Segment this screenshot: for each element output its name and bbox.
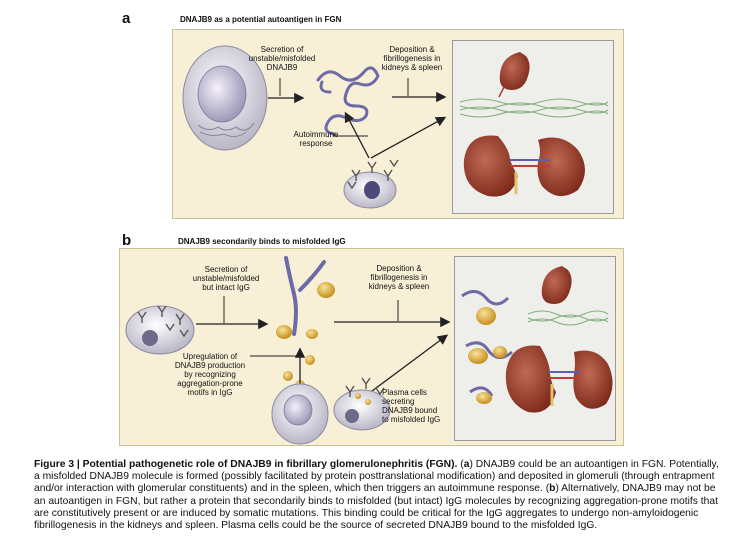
panel-b-secretion-label: Secretion of unstable/misfolded but inta… bbox=[192, 265, 260, 292]
panel-a-title: DNAJB9 as a potential autoantigen in FGN bbox=[180, 15, 342, 24]
plasma-cell-dnajb9-igg bbox=[333, 377, 391, 431]
dnajb9-producing-cell bbox=[271, 383, 329, 445]
caption-figure-label: Figure 3 | Potential pathogenetic role o… bbox=[34, 459, 458, 470]
caption-text-1: DNAJB9 could be an autoantigen in FGN. P… bbox=[34, 459, 719, 495]
caption-text-2: ) Alternatively, DNAJB9 may not be an au… bbox=[34, 483, 718, 532]
spleen-a bbox=[498, 52, 530, 98]
panel-b-deposition-label: Deposition & fibrillogenesis in kidneys … bbox=[368, 264, 430, 291]
dnajb9-gold-particles bbox=[276, 282, 335, 390]
caption-part-b-marker: b bbox=[549, 483, 556, 495]
caption-close-paren: ) bbox=[469, 459, 473, 470]
caption-part-a-marker: a bbox=[463, 459, 470, 470]
fibrils-b bbox=[527, 310, 609, 326]
plasma-cell-a bbox=[343, 159, 399, 209]
misfolded-dnajb9 bbox=[316, 66, 380, 136]
panel-b-title: DNAJB9 secondarily binds to misfolded Ig… bbox=[178, 237, 346, 246]
caption-open-paren: ( bbox=[460, 459, 464, 470]
panel-b-letter: b bbox=[122, 232, 132, 249]
panel-b-plasma-label: Plasma cells secreting DNAJB9 bound to m… bbox=[382, 388, 441, 424]
panel-a-letter: a bbox=[122, 10, 131, 27]
fibrils-a bbox=[459, 98, 609, 118]
arrow-autoimmune-right bbox=[370, 116, 447, 159]
panel-b-upregulation-label: Upregulation of DNAJB9 production by rec… bbox=[174, 352, 246, 397]
secretory-cell-a bbox=[182, 45, 268, 151]
panel-a-autoimmune-label: Autoimmune response bbox=[293, 130, 339, 148]
kidneys-a bbox=[463, 135, 585, 197]
arrow-plasma-cells bbox=[367, 334, 449, 395]
figure-caption: Figure 3 | Potential pathogenetic role o… bbox=[34, 459, 724, 532]
kidneys-b bbox=[505, 345, 613, 413]
misfolded-igg bbox=[284, 256, 326, 336]
plasma-cell-igg bbox=[125, 305, 195, 355]
panel-a-deposition-label: Deposition & fibrillogenesis in kidneys … bbox=[381, 45, 443, 72]
igg-dnajb9-aggregates bbox=[461, 290, 513, 404]
spleen-b bbox=[541, 266, 572, 304]
panel-a-secretion-label: Secretion of unstable/misfolded DNAJB9 bbox=[248, 45, 316, 72]
